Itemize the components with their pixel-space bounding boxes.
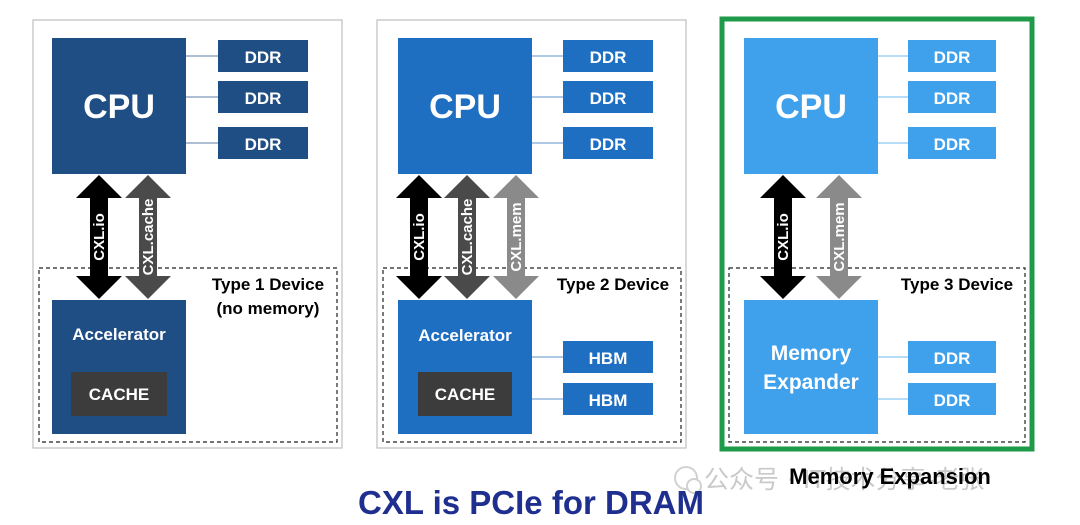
ddr-label: DDR — [245, 89, 282, 108]
cpu-block — [744, 38, 878, 174]
accelerator-label: Accelerator — [418, 326, 512, 345]
ddr-module — [908, 383, 996, 415]
hbm-module — [563, 383, 653, 415]
cxl-mem-arrow — [493, 175, 539, 299]
cpu-block — [398, 38, 532, 174]
cache-label: CACHE — [89, 385, 149, 404]
cxl-io-arrow — [396, 175, 442, 299]
ddr-label: DDR — [934, 89, 971, 108]
cpu-block — [52, 38, 186, 174]
panel-type1: CPU DDR DDR DDR CXL.io CXL.cache Type 1 … — [32, 19, 343, 449]
cxl-io-label: CXL.io — [411, 213, 428, 261]
hbm-label: HBM — [589, 349, 628, 368]
ddr-label: DDR — [590, 48, 627, 67]
ddr-module — [908, 40, 996, 72]
memory-expander-label-line1: Memory — [771, 342, 852, 365]
ddr-module — [218, 40, 308, 72]
ddr-module — [563, 81, 653, 113]
memory-expander-label-line2: Expander — [763, 371, 859, 394]
cxl-cache-arrow — [444, 175, 490, 299]
hbm-module — [563, 341, 653, 373]
device-dashed-region — [382, 267, 682, 443]
device-type-title: Type 2 Device — [557, 275, 669, 294]
cxl-cache-label: CXL.cache — [459, 199, 476, 276]
cxl-io-arrow — [760, 175, 806, 299]
highlight-caption: Memory Expansion — [789, 464, 991, 489]
ddr-label: DDR — [934, 48, 971, 67]
cpu-label: CPU — [429, 88, 501, 126]
cxl-mem-label: CXL.mem — [831, 202, 848, 271]
wechat-icon-inner — [686, 478, 702, 494]
device-dashed-region — [38, 267, 338, 443]
ddr-label: DDR — [590, 89, 627, 108]
ddr-label: DDR — [245, 135, 282, 154]
ddr-label: DDR — [934, 135, 971, 154]
ddr-module — [563, 127, 653, 159]
ddr-module — [218, 81, 308, 113]
ddr-label: DDR — [934, 391, 971, 410]
cpu-label: CPU — [83, 88, 155, 126]
cpu-label: CPU — [775, 88, 847, 126]
cxl-cache-label: CXL.cache — [140, 199, 157, 276]
panel-type2: CPU DDR DDR DDR CXL.io CXL.cache CXL.mem… — [376, 19, 687, 449]
device-type-title: Type 3 Device — [901, 275, 1013, 294]
cxl-io-label: CXL.io — [91, 213, 108, 261]
cxl-io-label: CXL.io — [775, 213, 792, 261]
cache-block — [418, 372, 512, 416]
ddr-label: DDR — [590, 135, 627, 154]
cxl-mem-label: CXL.mem — [508, 202, 525, 271]
cxl-io-arrow — [76, 175, 122, 299]
ddr-module — [908, 341, 996, 373]
wechat-icon — [674, 466, 698, 490]
accelerator-label: Accelerator — [72, 325, 166, 344]
ddr-label: DDR — [934, 349, 971, 368]
ddr-module — [908, 81, 996, 113]
ddr-module — [908, 127, 996, 159]
watermark: 公众号 · IT技术分享-老张 — [674, 465, 985, 494]
hbm-label: HBM — [589, 391, 628, 410]
cxl-mem-arrow — [816, 175, 862, 299]
ddr-module — [218, 127, 308, 159]
main-title: CXL is PCIe for DRAM — [358, 484, 704, 521]
device-dashed-region — [728, 267, 1026, 443]
cache-block — [71, 372, 167, 416]
cxl-cache-arrow — [125, 175, 171, 299]
device-type-subtitle: (no memory) — [217, 299, 320, 318]
cache-label: CACHE — [435, 385, 495, 404]
memory-expander-block — [744, 300, 878, 434]
watermark-text: 公众号 · IT技术分享-老张 — [704, 465, 985, 494]
ddr-module — [563, 40, 653, 72]
ddr-label: DDR — [245, 48, 282, 67]
panel-type3: CPU DDR DDR DDR CXL.io CXL.mem Type 3 De… — [719, 16, 1035, 452]
device-type-title: Type 1 Device — [212, 275, 324, 294]
